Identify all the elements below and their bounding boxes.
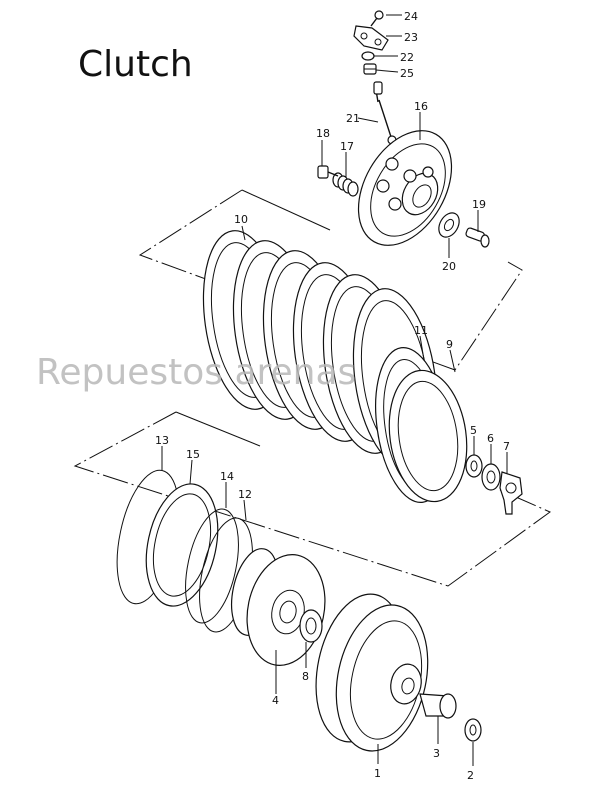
callout-25: 25 [400,67,414,80]
part-17-spring [332,172,359,197]
part-25-nut [363,63,377,75]
part-18-bolt [317,165,339,179]
part-1-clutch-housing [315,593,429,752]
part-6-washer [481,463,501,491]
part-21-push-rod [373,81,397,145]
part-7-lock-washer [499,471,523,515]
part-8-washer [299,609,323,643]
callout-20: 20 [442,260,456,273]
callout-15: 15 [186,448,200,461]
part-5-nut [465,454,483,478]
callout-17: 17 [340,140,354,153]
callout-24: 24 [404,10,418,23]
callout-19: 19 [472,198,486,211]
part-3-spacer [419,693,457,719]
callout-21: 21 [346,112,360,125]
callout-10: 10 [234,213,248,226]
part-9-drive-plate [388,369,468,503]
callout-23: 23 [404,31,418,44]
part-23-lifter-plate [353,25,389,51]
callout-3: 3 [433,747,440,760]
callout-12: 12 [238,488,252,501]
callout-18: 18 [316,127,330,140]
callout-4: 4 [272,694,279,707]
callout-6: 6 [487,432,494,445]
part-22-washer [361,51,375,61]
callout-9: 9 [446,338,453,351]
part-15-damper-plate [145,483,219,607]
callout-5: 5 [470,424,477,437]
callout-13: 13 [155,434,169,447]
part-14-spring-washer [185,508,239,624]
callout-22: 22 [400,51,414,64]
part-16-pressure-plate [357,130,453,246]
callout-8: 8 [302,670,309,683]
callout-14: 14 [220,470,234,483]
part-19-pin [465,227,490,248]
watermark-text: Repuestos arenas [36,352,357,393]
callout-16: 16 [414,100,428,113]
callout-labels: 1 2 3 4 5 6 7 8 9 10 11 12 13 14 15 16 1… [155,10,510,782]
callout-1: 1 [374,767,381,780]
part-4-sleeve-hub [231,548,326,666]
part-24-screw [370,10,384,27]
leader-lines [161,14,508,766]
lower-assembly-frame [73,411,551,587]
diagram-title: Clutch [78,44,193,85]
callout-7: 7 [503,440,510,453]
part-2-washer [464,718,482,742]
callout-11: 11 [414,324,428,337]
callout-2: 2 [467,769,474,782]
part-20-bearing [438,212,460,238]
